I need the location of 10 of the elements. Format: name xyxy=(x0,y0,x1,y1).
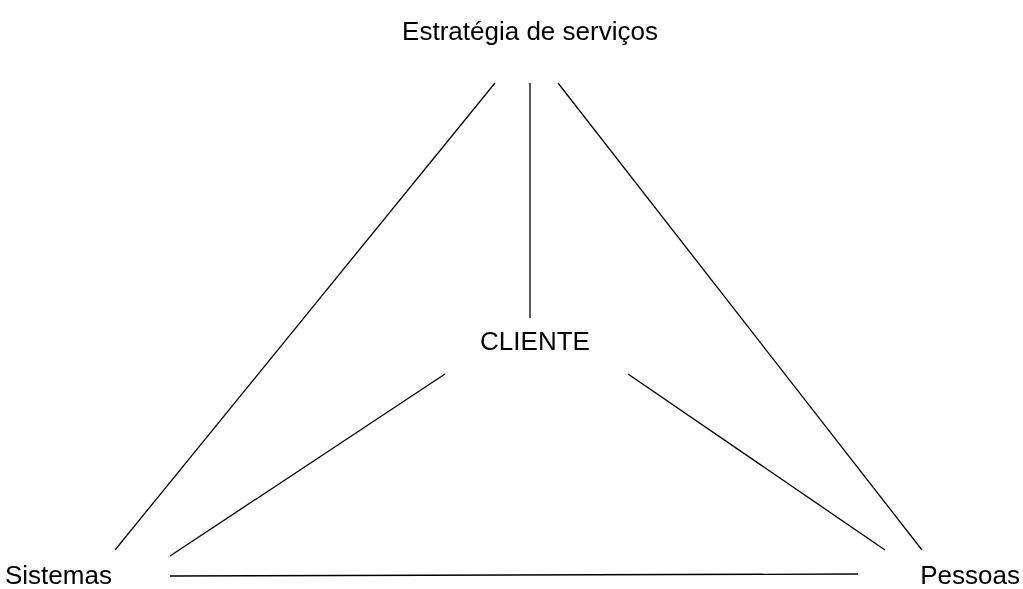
node-label: Sistemas xyxy=(5,560,112,589)
connector-line xyxy=(529,82,531,319)
connector-line xyxy=(114,82,496,551)
connector-line xyxy=(627,373,886,551)
connector-line xyxy=(169,573,859,577)
node-label: Estratégia de serviços xyxy=(402,16,658,46)
node-label: Pessoas xyxy=(920,560,1020,589)
connector-line xyxy=(557,82,923,551)
node-label: CLIENTE xyxy=(480,326,590,356)
connector-line xyxy=(169,373,446,557)
